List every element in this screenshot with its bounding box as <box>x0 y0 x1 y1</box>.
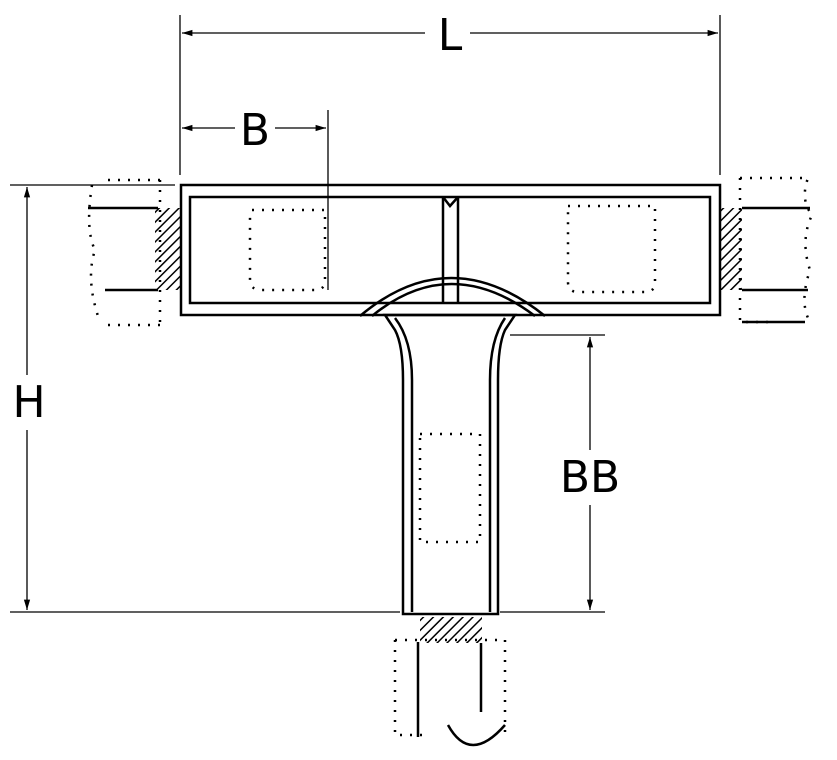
right-pipe <box>720 176 814 324</box>
left-pipe <box>87 178 180 327</box>
dimension-bb: BB <box>500 334 620 613</box>
dimension-label-b: B <box>240 105 270 156</box>
dimension-h: H <box>10 184 400 613</box>
dimension-label-l: L <box>438 10 463 61</box>
tee-run-body <box>179 183 722 317</box>
tee-branch-stem <box>359 276 546 616</box>
dimension-label-h: H <box>12 377 45 428</box>
bottom-pipe <box>393 617 507 747</box>
dimension-l: L <box>179 10 721 175</box>
dimension-b: B <box>182 105 329 290</box>
dimension-label-bb: BB <box>560 452 620 503</box>
